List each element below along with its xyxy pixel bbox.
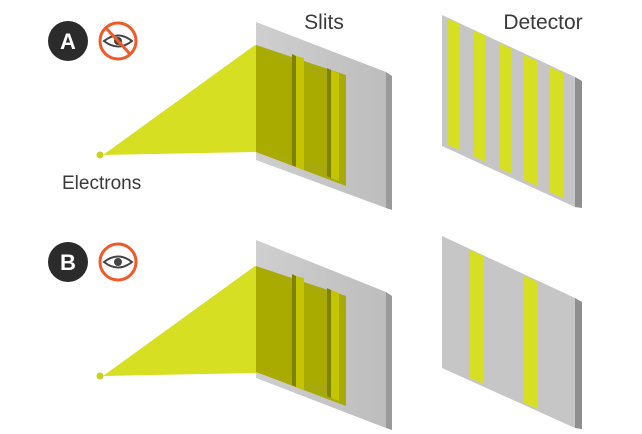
eye-crossed-out-icon <box>98 21 138 61</box>
badge-a-label: A <box>60 29 76 54</box>
detector-band <box>473 30 486 162</box>
detector-band <box>524 55 537 186</box>
scenario-b: B <box>48 236 582 430</box>
detector-a <box>442 15 582 208</box>
detector-label: Detector <box>503 11 582 34</box>
slit-openings-a <box>292 54 339 181</box>
detector-band <box>524 276 538 409</box>
badge-b: B <box>48 242 88 282</box>
badge-b-label: B <box>60 250 76 275</box>
slit-openings-b <box>292 274 339 401</box>
eye-icon <box>98 242 138 282</box>
detector-band <box>499 43 512 174</box>
detector-b <box>442 236 582 429</box>
electron-source-a <box>96 151 104 159</box>
electrons-label: Electrons <box>62 173 141 194</box>
detector-band <box>448 19 460 150</box>
detector-band <box>550 67 563 198</box>
badge-a: A <box>48 21 88 61</box>
scenario-a: A <box>48 15 582 210</box>
detector-band <box>470 250 484 384</box>
electron-source-b <box>96 372 104 380</box>
slits-label: Slits <box>304 11 344 34</box>
